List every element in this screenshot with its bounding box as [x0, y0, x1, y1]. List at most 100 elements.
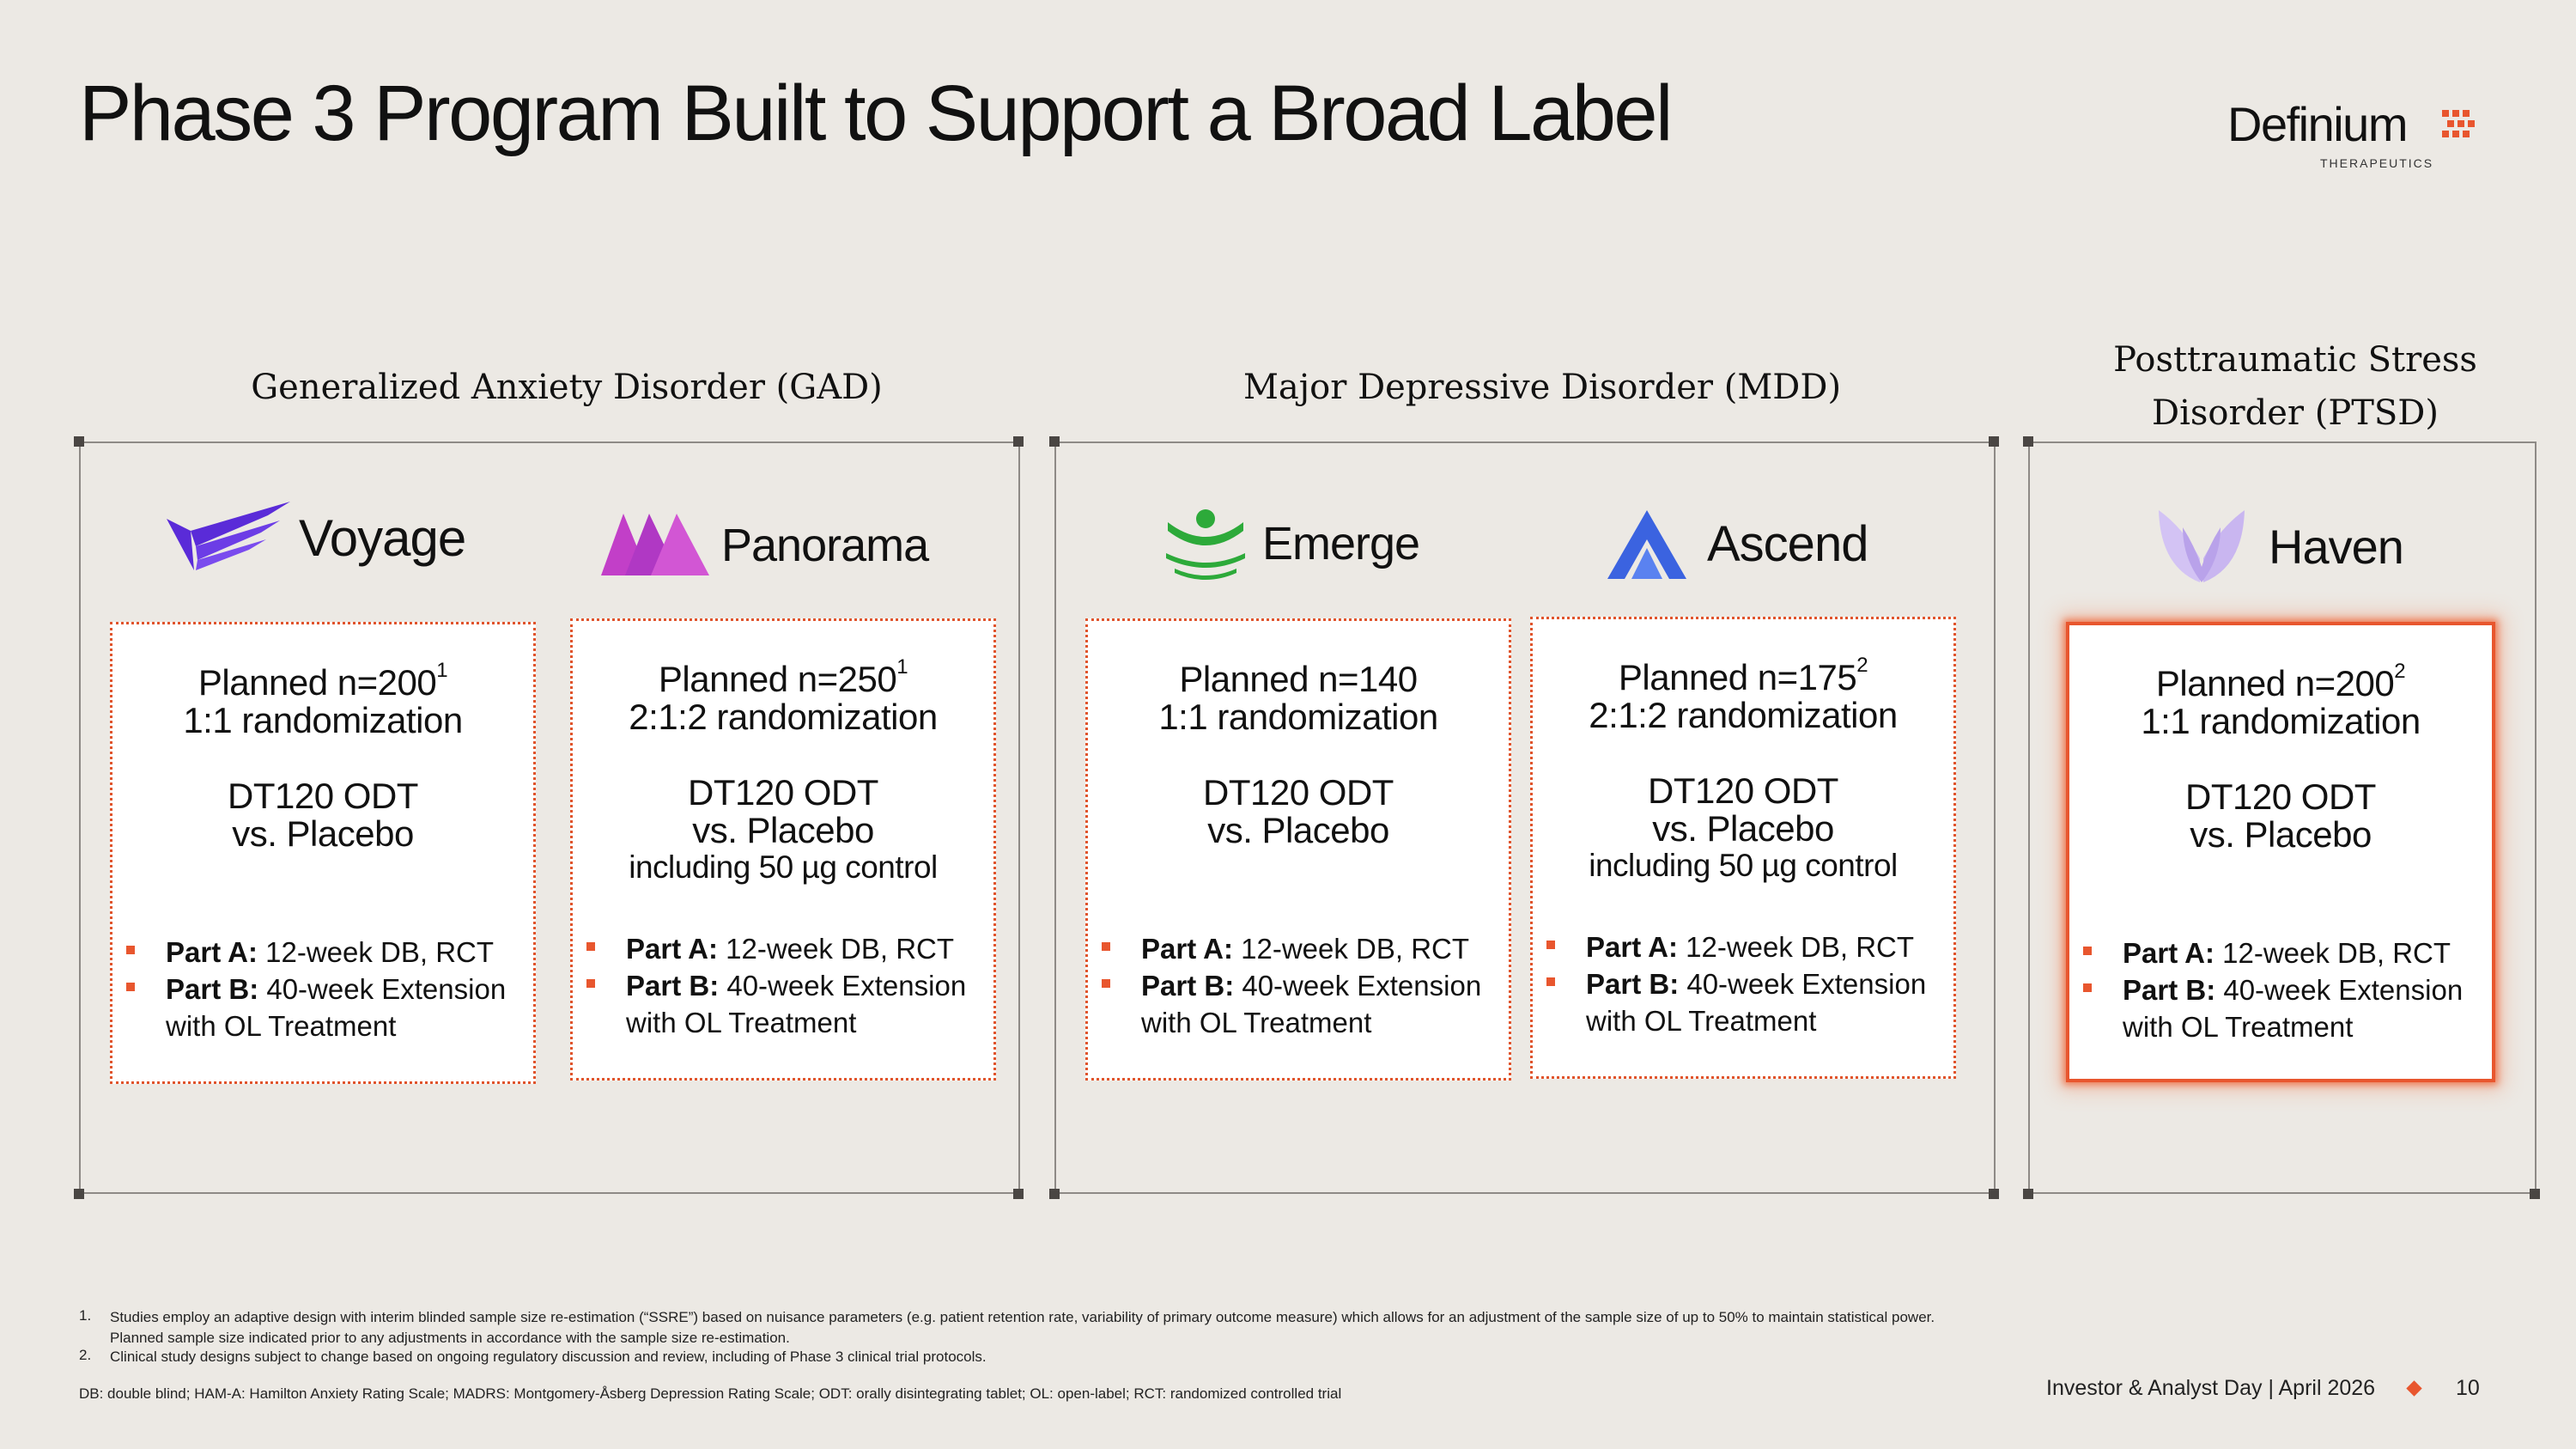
frame-corner [2023, 436, 2033, 447]
part-a: Part A: 12-week DB, RCT [126, 934, 530, 971]
comparator: vs. Placebo [1652, 808, 1834, 849]
frame-corner [1049, 436, 1060, 447]
drug: DT120 ODT [1203, 772, 1394, 813]
drug: DT120 ODT [1648, 770, 1838, 811]
brand-haven: Haven [2157, 507, 2500, 593]
brand-voyage: Voyage [165, 496, 508, 582]
part-b-continued: with OL Treatment [166, 1010, 397, 1042]
part-a-text: 12-week DB, RCT [2214, 937, 2451, 969]
frame-corner [74, 436, 84, 447]
planned-size: Planned n=2501 [573, 655, 993, 700]
bullet-square-icon [2083, 983, 2092, 992]
part-b-continued: with OL Treatment [626, 1007, 857, 1038]
bullet-square-icon [586, 979, 595, 988]
trial-parts: Part A: 12-week DB, RCT Part B: 40-week … [1102, 930, 1505, 1041]
planned-text: Planned n=200 [2155, 663, 2395, 703]
part-b-continued: with OL Treatment [1141, 1007, 1372, 1038]
logo-wordmark: Definium [2227, 97, 2408, 151]
part-a-label: Part A: [626, 933, 718, 965]
bullet-square-icon [586, 942, 595, 951]
bullet-square-icon [1102, 979, 1110, 988]
logo-subtitle: THERAPEUTICS [2320, 156, 2434, 170]
frame-corner [1013, 436, 1024, 447]
trial-card-ascend: Planned n=1752 2:1:2 randomization DT120… [1530, 617, 1956, 1079]
planned-text: Planned n=200 [197, 662, 437, 703]
comparator: vs. Placebo [2190, 814, 2372, 855]
planned-text: Planned n=140 [1179, 659, 1418, 699]
part-a: Part A: 12-week DB, RCT [2083, 935, 2487, 971]
part-a-text: 12-week DB, RCT [717, 933, 955, 965]
brand-panorama: Panorama [601, 508, 962, 594]
footnote-ref: 1 [896, 655, 908, 679]
part-b-label: Part B: [1141, 970, 1235, 1002]
brand-name-ascend: Ascend [1707, 516, 1868, 572]
brand-name-voyage: Voyage [299, 509, 466, 567]
part-a-label: Part A: [2123, 937, 2215, 969]
company-logo: Definium THERAPEUTICS [2227, 96, 2485, 174]
part-a-text: 12-week DB, RCT [1232, 933, 1470, 965]
randomization: 1:1 randomization [2141, 701, 2421, 741]
frame-corner [1013, 1189, 1024, 1199]
trial-card-voyage: Planned n=2001 1:1 randomization DT120 O… [110, 622, 536, 1084]
drug: DT120 ODT [228, 776, 418, 816]
part-a: Part A: 12-week DB, RCT [586, 930, 990, 967]
footnote-number: 1. [79, 1307, 92, 1324]
diamond-icon [2406, 1380, 2422, 1397]
planned-text: Planned n=250 [658, 659, 897, 699]
comparator: vs. Placebo [692, 810, 874, 850]
bullet-square-icon [1546, 977, 1555, 986]
haven-icon [2159, 510, 2245, 582]
part-a: Part A: 12-week DB, RCT [1546, 928, 1950, 965]
frame-corner [1049, 1189, 1060, 1199]
frame-ptsd [2028, 441, 2537, 1194]
randomization: 1:1 randomization [1158, 697, 1438, 737]
frame-corner [1989, 1189, 1999, 1199]
frame-corner [74, 1189, 84, 1199]
trial-parts: Part A: 12-week DB, RCT Part B: 40-week … [1546, 928, 1950, 1039]
frame-gad [79, 441, 1020, 1194]
planned-size: Planned n=2001 [112, 659, 533, 703]
trial-parts: Part A: 12-week DB, RCT Part B: 40-week … [126, 934, 530, 1044]
part-a: Part A: 12-week DB, RCT [1102, 930, 1505, 967]
part-a-text: 12-week DB, RCT [1677, 931, 1915, 963]
bullet-square-icon [126, 983, 135, 991]
frame-corner [2530, 1189, 2540, 1199]
frame-corner [1989, 436, 1999, 447]
part-a-label: Part A: [1141, 933, 1233, 965]
drug: DT120 ODT [2185, 776, 2376, 817]
part-b-continued: with OL Treatment [1586, 1005, 1817, 1037]
randomization: 2:1:2 randomization [629, 697, 938, 737]
planned-size: Planned n=2002 [2069, 660, 2492, 704]
drug: DT120 ODT [688, 772, 878, 813]
part-b-text: 40-week Extension [1679, 968, 1927, 1000]
part-a-text: 12-week DB, RCT [257, 936, 495, 968]
abbreviations: DB: double blind; HAM-A: Hamilton Anxiet… [79, 1385, 1342, 1402]
panorama-icon [601, 514, 709, 575]
part-a-label: Part A: [1586, 931, 1678, 963]
planned-size: Planned n=1752 [1533, 654, 1953, 698]
trial-parts: Part A: 12-week DB, RCT Part B: 40-week … [586, 930, 990, 1041]
footnote-number: 2. [79, 1347, 92, 1363]
ascend-icon [1607, 510, 1686, 579]
brand-ascend: Ascend [1606, 508, 1966, 594]
emerge-icon [1166, 509, 1245, 580]
part-b-text: 40-week Extension [258, 973, 507, 1005]
page-title: Phase 3 Program Built to Support a Broad… [79, 70, 1673, 157]
part-a-label: Part A: [166, 936, 258, 968]
heading-ptsd: Posttraumatic Stress Disorder (PTSD) [2026, 333, 2564, 440]
trial-card-haven: Planned n=2002 1:1 randomization DT120 O… [2066, 622, 2495, 1082]
planned-text: Planned n=175 [1618, 657, 1857, 697]
heading-gad: Generalized Anxiety Disorder (GAD) [251, 368, 883, 407]
voyage-icon [167, 502, 290, 570]
footnote-ref: 2 [1856, 654, 1868, 677]
heading-mdd: Major Depressive Disorder (MDD) [1242, 368, 1842, 407]
part-b-label: Part B: [2123, 974, 2216, 1006]
randomization: 1:1 randomization [183, 700, 463, 740]
trial-card-panorama: Planned n=2501 2:1:2 randomization DT120… [570, 618, 996, 1081]
trial-parts: Part A: 12-week DB, RCT Part B: 40-week … [2083, 935, 2487, 1045]
planned-size: Planned n=140 [1088, 659, 1509, 700]
